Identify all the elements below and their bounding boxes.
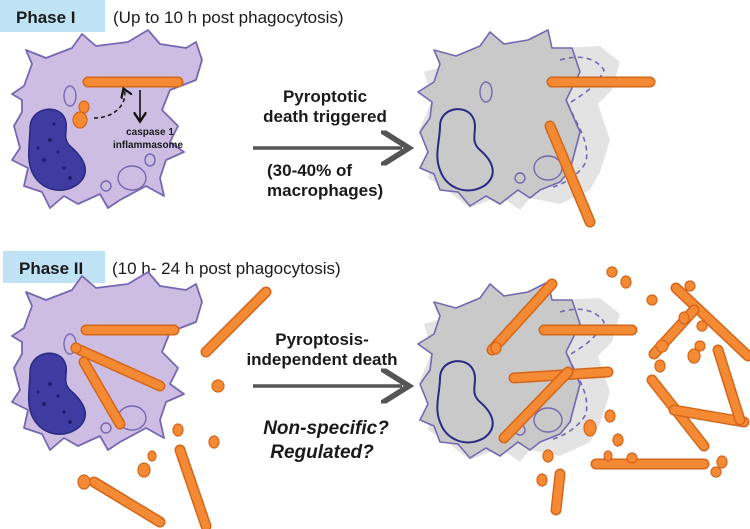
conidium [78, 100, 90, 114]
dead-nucleus-outline [436, 108, 494, 192]
conidium [70, 342, 82, 354]
phase2-timeframe: (10 h- 24 h post phagocytosis) [112, 259, 341, 278]
conidium [77, 474, 91, 490]
dead-vacuole [533, 407, 563, 433]
conidium [612, 433, 624, 447]
nucleus-dots [36, 382, 72, 424]
conidium [654, 359, 666, 373]
conidium [72, 111, 88, 129]
conidium [694, 340, 706, 352]
hypha [552, 470, 564, 514]
conidium [542, 449, 554, 463]
dead-cell-membrane-dashed [549, 308, 605, 441]
conidium [696, 320, 708, 332]
phase1-header: Phase I (Up to 10 h post phagocytosis) [0, 0, 344, 32]
phase2-label-box [3, 251, 105, 283]
phase2-header: Phase II (10 h- 24 h post phagocytosis) [3, 251, 341, 283]
phase1-percent-line2: macrophages) [267, 181, 383, 200]
conidium [710, 466, 722, 478]
vacuole [100, 422, 112, 434]
conidium [536, 473, 548, 487]
conidium [606, 266, 618, 278]
hypha [670, 406, 748, 426]
fungi-left [70, 286, 272, 529]
phase1-arrow-line1: Pyroptotic [283, 87, 367, 106]
recognition-arrow [93, 90, 125, 119]
phase2-question1: Non-specific? [263, 418, 389, 439]
conidium [646, 294, 658, 306]
hypha [76, 346, 164, 390]
hypha [202, 288, 270, 356]
vacuole [63, 85, 77, 107]
vacuole [100, 180, 112, 192]
conidium [687, 348, 701, 364]
nucleus [27, 108, 87, 191]
dead-cell-membrane-dashed [549, 56, 605, 189]
phase1-transition: Pyroptotic death triggered (30-40% of ma… [253, 87, 402, 200]
dead-nucleus-outline [436, 360, 494, 444]
dead-cell-body [417, 281, 581, 459]
conidium [604, 409, 616, 423]
inflammasome-label: inflammasome [113, 140, 183, 151]
dead-vacuole [514, 172, 526, 184]
dead-vacuole [479, 81, 493, 103]
hypha [90, 478, 164, 526]
nucleus-dots [36, 122, 72, 180]
hypha [488, 280, 556, 354]
phase2-arrow-line2: independent death [246, 350, 397, 369]
nucleus [27, 352, 87, 435]
vacuole [144, 153, 156, 167]
phase1-dead-cell [417, 29, 656, 228]
phase1-timeframe: (Up to 10 h post phagocytosis) [113, 8, 344, 27]
hypha [714, 346, 744, 424]
hypha [176, 446, 210, 529]
hypha [672, 284, 750, 360]
hypha [500, 368, 572, 442]
phase2-label: Phase II [19, 259, 83, 278]
caspase-label: caspase 1 [126, 127, 174, 138]
phase1-label: Phase I [16, 8, 76, 27]
conidium [716, 455, 728, 469]
fungi-right [486, 266, 750, 516]
conidium [147, 450, 157, 462]
conidium [490, 341, 502, 355]
conidium [684, 280, 696, 292]
conidium [583, 419, 597, 437]
phase1-label-box [0, 0, 105, 32]
conidium [172, 423, 184, 437]
vacuole [117, 165, 147, 191]
conidium [626, 452, 638, 464]
conidium [620, 275, 632, 289]
phase1-macrophage: caspase 1 inflammasome [11, 29, 203, 209]
hypha [80, 358, 124, 428]
phase2-arrow-line1: Pyroptosis- [275, 330, 369, 349]
conidium [655, 339, 669, 353]
conidium [208, 435, 220, 449]
phase1-percent-line1: (30-40% of [267, 161, 352, 180]
phase2-question2: Regulated? [270, 442, 374, 463]
hypha [546, 122, 594, 226]
conidium [137, 462, 151, 478]
phase1-arrow-line2: death triggered [263, 107, 387, 126]
conidium [678, 311, 690, 325]
phase2-transition: Pyroptosis- independent death Non-specif… [246, 330, 402, 463]
dead-cell-body [417, 29, 581, 207]
conidium [603, 450, 613, 462]
conidium [211, 379, 225, 393]
